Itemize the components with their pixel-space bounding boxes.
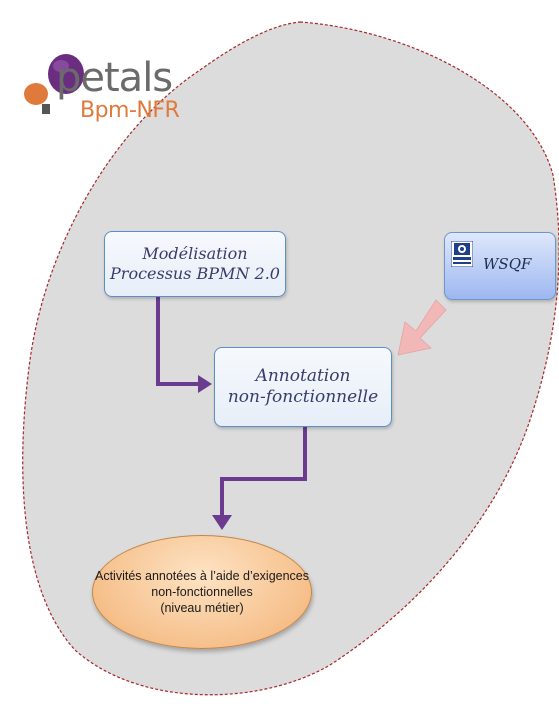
result-line1: Activités annotées à l’aide d’exigences [94, 568, 310, 583]
arrowhead-annotation [198, 375, 212, 393]
petals-logo-mark [24, 54, 84, 114]
annotated-activities-ellipse: Activités annotées à l’aide d’exigences … [92, 535, 312, 649]
arrow-wsqf-to-annotation [397, 299, 447, 356]
modelisation-box: Modélisation Processus BPMN 2.0 [104, 231, 286, 297]
annotation-line1: Annotation [255, 365, 351, 386]
logo-subtitle: Bpm-NFR [80, 98, 180, 123]
oasis-standard-icon [451, 241, 473, 267]
arrow-modelisation-to-annotation [156, 296, 204, 386]
petals-logo: petals Bpm-NFR [22, 50, 182, 130]
arrow-annotation-to-result [220, 426, 307, 519]
annotation-line2: non-fonctionnelle [227, 387, 379, 407]
modelisation-line2: Processus BPMN 2.0 [110, 264, 280, 283]
result-line3: (niveau métier) [160, 601, 244, 616]
result-line2: non-fonctionnelles [151, 584, 253, 599]
logo-wordmark: petals [56, 55, 173, 101]
arrowhead-result [212, 515, 232, 530]
modelisation-line1: Modélisation [142, 244, 248, 263]
wsqf-label: WSQF [483, 255, 532, 273]
wsqf-box: WSQF [444, 232, 556, 300]
annotation-box: Annotation non-fonctionnelle [214, 347, 392, 427]
